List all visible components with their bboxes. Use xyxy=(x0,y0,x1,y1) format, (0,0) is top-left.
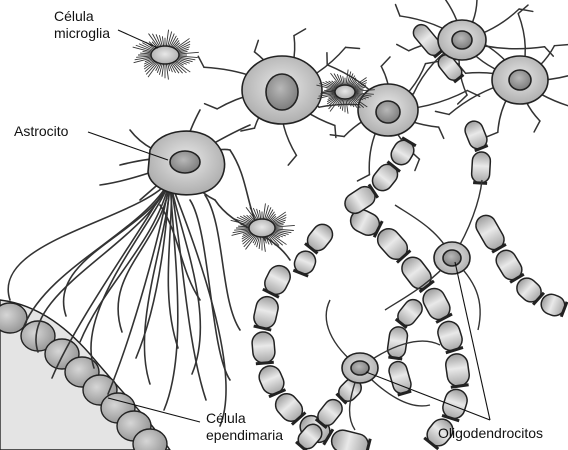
microglia-body xyxy=(151,46,179,64)
myelin-segment xyxy=(252,294,281,330)
label-ependymal: Célula ependimaria xyxy=(206,410,283,444)
cell-process-branch xyxy=(554,45,568,46)
myelin-segment xyxy=(261,262,294,298)
oligodendrocyte-nucleus xyxy=(443,250,461,266)
cell-process-branch xyxy=(395,5,399,16)
myelin-segment xyxy=(341,183,379,217)
cell-process-branch xyxy=(294,29,306,36)
upper-cell-nucleus xyxy=(452,31,472,49)
cell-process-branch xyxy=(415,159,420,170)
upper-cell-bodies xyxy=(242,20,548,136)
myelin-segment xyxy=(471,151,491,183)
oligodendrocyte-nucleus xyxy=(351,361,369,375)
cell-process-branch xyxy=(435,111,449,114)
cell-process-branch xyxy=(330,135,344,137)
label-ependymal-line1: Célula xyxy=(206,410,283,427)
microglia-cell xyxy=(133,30,199,80)
microglia-body xyxy=(249,219,275,237)
myelin-segment xyxy=(440,387,470,422)
cell-process-branch xyxy=(381,57,390,66)
upper-cell-nucleus xyxy=(509,70,531,90)
label-astrocyte: Astrocito xyxy=(14,123,68,139)
upper-cell-nucleus xyxy=(266,74,298,110)
myelin-segment xyxy=(251,331,276,364)
astrocyte-process xyxy=(205,195,240,330)
cell-process-branch xyxy=(397,44,409,50)
upper-cell-nucleus xyxy=(376,101,400,123)
cell-process-branch xyxy=(255,40,259,52)
cell-process-branch xyxy=(357,175,369,181)
label-oligodendrocytes: Oligodendrocitos xyxy=(438,425,543,441)
oligodendrocyte-leader-line-2 xyxy=(366,372,490,420)
astrocyte-process xyxy=(91,180,170,368)
myelin-segment xyxy=(329,428,370,450)
cell-process-branch xyxy=(198,56,204,67)
myelin-segment xyxy=(386,326,408,360)
myelin-segment xyxy=(419,285,454,324)
label-microglia: Célula microglia xyxy=(54,8,110,42)
label-microglia-line1: Célula xyxy=(54,8,110,25)
myelin-segment xyxy=(492,247,525,284)
myelin-segment xyxy=(435,319,465,354)
cell-process-branch xyxy=(425,61,439,63)
cell-process-branch xyxy=(439,127,444,138)
myelin-segment xyxy=(462,119,489,152)
label-ependymal-line2: ependimaria xyxy=(206,427,283,444)
cell-process-branch xyxy=(205,104,218,109)
cell-process-branch xyxy=(346,47,360,48)
myelin-segment xyxy=(472,212,507,253)
myelin-segment xyxy=(256,362,288,397)
cell-process-branch xyxy=(534,121,540,132)
myelin-segment xyxy=(303,220,336,254)
cell-process-branch xyxy=(288,155,296,165)
astrocyte-nucleus xyxy=(170,151,200,173)
myelin-segment xyxy=(387,359,413,395)
astrocyte-body xyxy=(148,131,225,195)
microglia-cell xyxy=(231,203,295,251)
myelin-segment xyxy=(444,352,470,387)
microglia-body xyxy=(335,85,355,99)
label-microglia-line2: microglia xyxy=(54,25,110,42)
